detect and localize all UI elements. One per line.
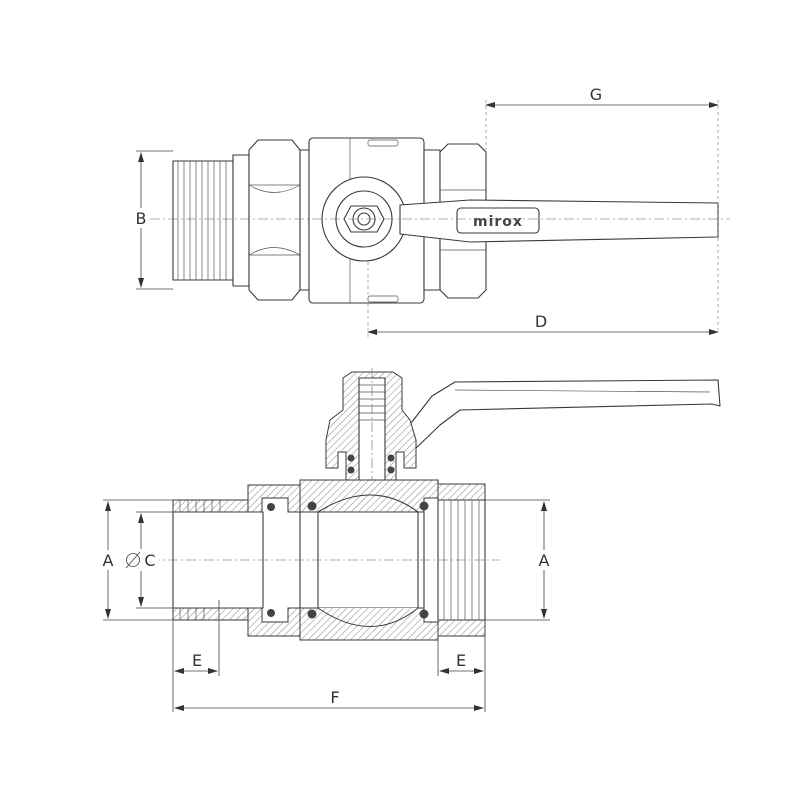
- dimension-a-left: A: [100, 499, 173, 621]
- section-lever-handle: [397, 379, 721, 453]
- diameter-icon: [125, 551, 141, 569]
- dim-label-e-right: E: [456, 651, 466, 670]
- dimension-a-right: A: [485, 499, 552, 621]
- dimension-b: B: [133, 150, 173, 290]
- dimension-e-left: E: [172, 600, 220, 712]
- section-valve-body: [299, 479, 439, 641]
- dim-label-a-left: A: [103, 551, 114, 570]
- section-union-nut: [247, 484, 301, 637]
- dimension-g: G: [485, 85, 719, 330]
- section-stem-assembly: [325, 368, 417, 500]
- dim-label-e-left: E: [192, 651, 202, 670]
- section-male-end: [172, 499, 264, 621]
- dimension-c: C: [123, 511, 173, 609]
- top-lever-handle: mirox: [399, 199, 719, 243]
- dimension-e-right: E: [437, 620, 486, 712]
- dim-label-c: C: [144, 551, 155, 570]
- dim-label-b: B: [136, 209, 147, 228]
- brand-label: mirox: [473, 214, 523, 230]
- dim-label-g: G: [590, 85, 602, 104]
- top-male-thread: [172, 154, 250, 287]
- dim-label-d: D: [535, 312, 547, 331]
- dimension-f: F: [174, 688, 484, 711]
- dim-label-f: F: [330, 688, 339, 707]
- dimension-d: D: [367, 262, 719, 338]
- dim-label-a-right: A: [539, 551, 550, 570]
- section-view: A C A E: [100, 368, 721, 712]
- top-union-nut: [248, 139, 310, 301]
- top-view: mirox B G D: [133, 85, 730, 338]
